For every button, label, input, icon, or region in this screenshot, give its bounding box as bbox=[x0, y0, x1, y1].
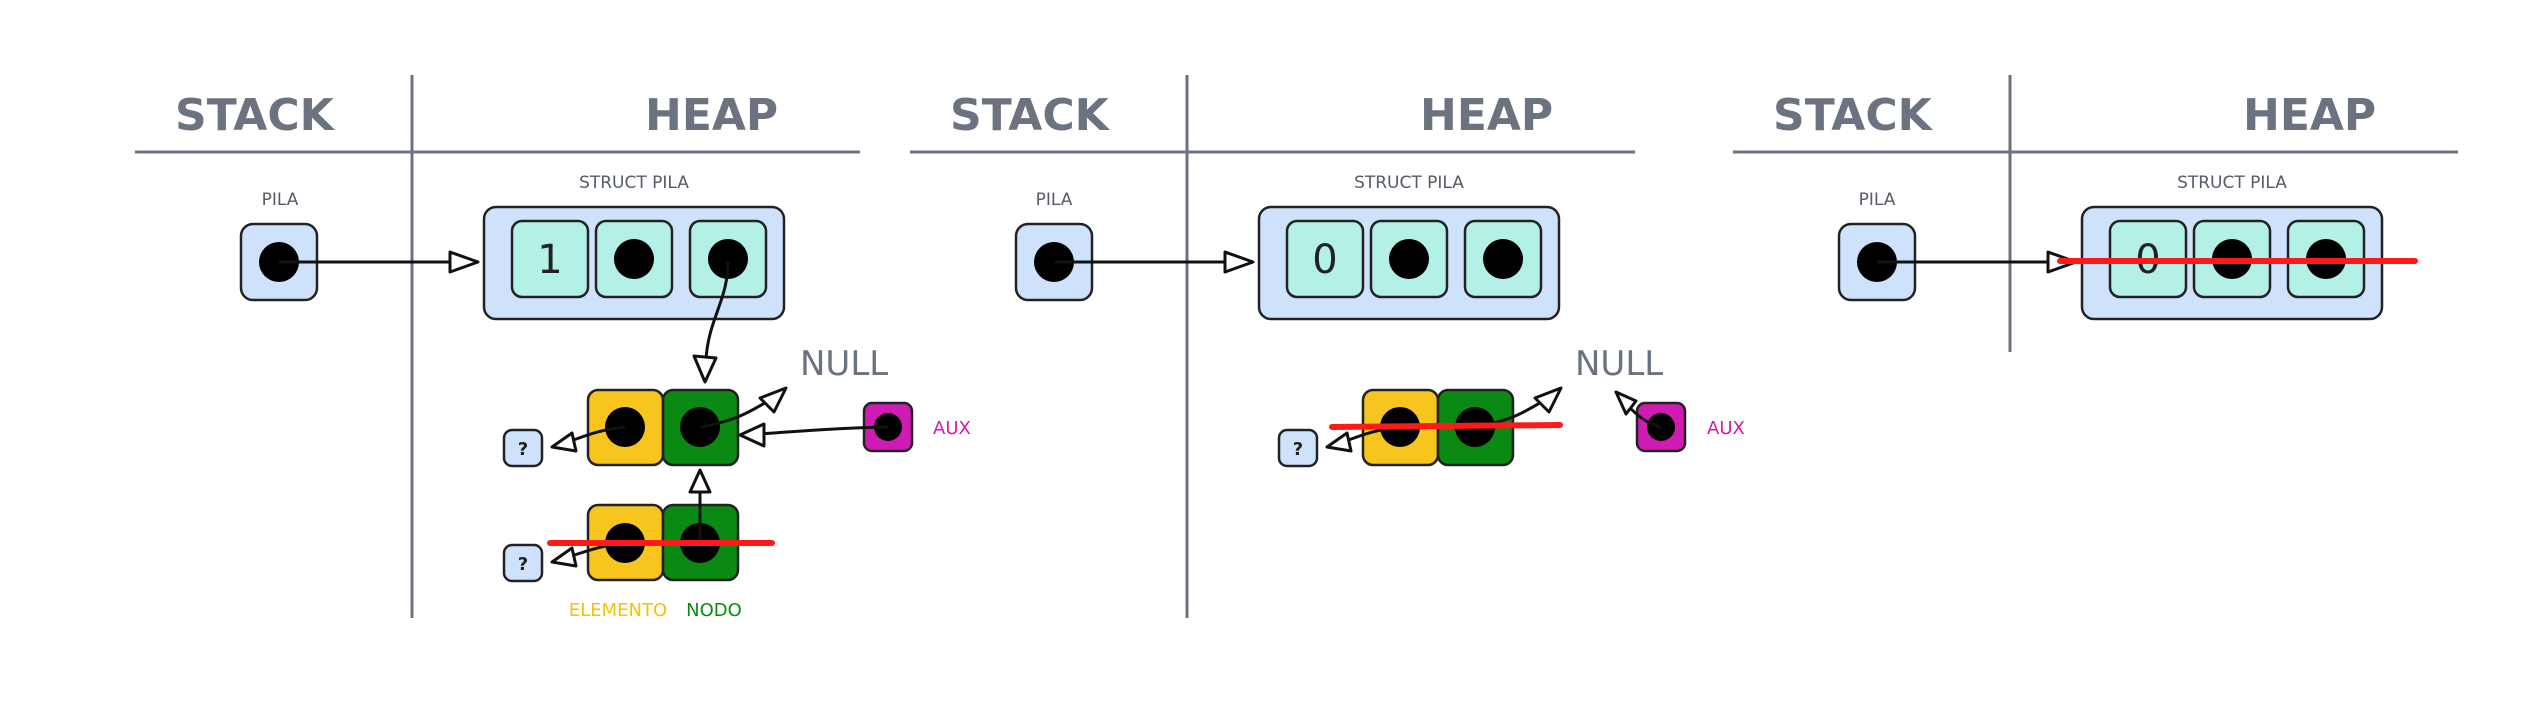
panel-3: STACK HEAP PILA STRUCT PILA 0 bbox=[1733, 75, 2458, 352]
arrow-head bbox=[1325, 431, 1353, 453]
struct-field-count bbox=[510, 219, 590, 299]
struct-count-value: 1 bbox=[537, 237, 562, 283]
null-label: NULL bbox=[1575, 344, 1663, 384]
aux-label: AUX bbox=[933, 418, 971, 439]
nodo-label: NODO bbox=[686, 600, 742, 621]
arrow-head bbox=[738, 422, 766, 448]
null-label: NULL bbox=[800, 344, 888, 384]
panel-2: STACK HEAP PILA STRUCT PILA 0 NULL ? AUX bbox=[910, 75, 1745, 618]
arrow-head bbox=[448, 250, 480, 274]
aux-label: AUX bbox=[1707, 418, 1745, 439]
unknown-cell bbox=[1277, 428, 1319, 468]
struct-pila-label: STRUCT PILA bbox=[1354, 173, 1464, 193]
aux-arrow bbox=[759, 425, 889, 436]
pointer-dot bbox=[1483, 239, 1523, 279]
pila-label: PILA bbox=[262, 190, 299, 210]
aux-arrow bbox=[1628, 406, 1662, 429]
stack-header: STACK bbox=[175, 90, 336, 141]
arrow-head bbox=[550, 546, 578, 568]
heap-header: HEAP bbox=[645, 90, 778, 141]
pila-label: PILA bbox=[1036, 190, 1073, 210]
strike-line bbox=[1329, 422, 1563, 430]
stack-header: STACK bbox=[1773, 90, 1934, 141]
struct-field-count bbox=[1285, 219, 1365, 299]
arrow-head bbox=[688, 468, 712, 494]
struct-pila-label: STRUCT PILA bbox=[579, 173, 689, 193]
arrow-head bbox=[692, 354, 718, 384]
arrow-head bbox=[758, 386, 788, 414]
arrow-head bbox=[1533, 386, 1563, 414]
pointer-dot bbox=[708, 239, 748, 279]
unknown-label: ? bbox=[518, 554, 528, 575]
arrow-head bbox=[550, 431, 578, 453]
elemento-label: ELEMENTO bbox=[569, 600, 667, 621]
heap-header: HEAP bbox=[2243, 90, 2376, 141]
pointer-dot bbox=[1389, 239, 1429, 279]
pointer-dot bbox=[614, 239, 654, 279]
unknown-cell bbox=[502, 428, 544, 468]
unknown-label: ? bbox=[518, 439, 528, 460]
unknown-cell bbox=[502, 543, 544, 583]
struct-count-value: 0 bbox=[1312, 237, 1337, 283]
panel-1: STACK HEAP PILA STRUCT PILA 1 NULL ? bbox=[135, 75, 971, 621]
struct-pila-label: STRUCT PILA bbox=[2177, 173, 2287, 193]
unknown-label: ? bbox=[1293, 439, 1303, 460]
stack-header: STACK bbox=[950, 90, 1111, 141]
arrow-head bbox=[1614, 390, 1638, 416]
pila-label: PILA bbox=[1859, 190, 1896, 210]
arrow-head bbox=[1223, 250, 1255, 274]
top-arrow bbox=[704, 261, 730, 361]
heap-header: HEAP bbox=[1420, 90, 1553, 141]
